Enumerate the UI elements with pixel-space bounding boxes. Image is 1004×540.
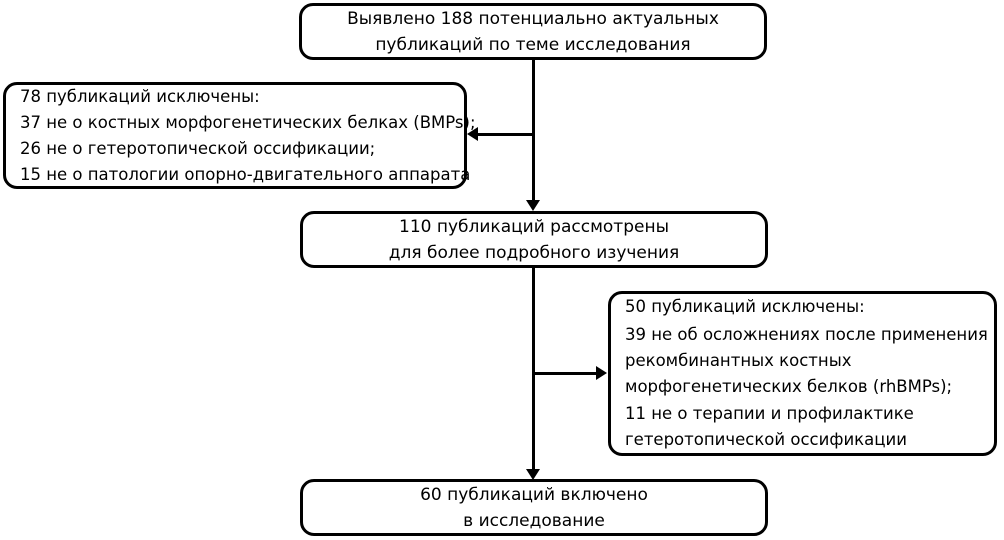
box-excluded-second-line-6: гетеротопической оссификации (625, 430, 907, 449)
connector-branch-to-excluded-second (534, 372, 596, 375)
box-excluded-first-line-1: 78 публикаций исключены: (20, 86, 260, 106)
box-excluded-second-line-4: морфогенетических белков (rhBMPs); (625, 376, 953, 396)
box-excluded-first-line-4: 15 не о патологии опорно-двигательного а… (20, 164, 471, 184)
arrowhead-left-to-excluded-first (467, 127, 478, 141)
connector-identified-to-reviewed (532, 59, 535, 201)
box-excluded-second-line-3: рекомбинантных костных (625, 350, 852, 370)
box-reviewed-line-1: 110 публикаций рассмотрены (399, 216, 669, 237)
box-identified-line-1: Выявлено 188 потенциально актуальных (347, 8, 719, 29)
box-excluded-first-line-2: 37 не о костных морфогенетических белках… (20, 112, 476, 132)
arrowhead-down-to-reviewed (526, 200, 540, 211)
box-excluded-second-line-5: 11 не о терапии и профилактике (625, 404, 914, 423)
box-excluded-second: 50 публикаций исключены: 39 не об осложн… (608, 291, 997, 456)
connector-branch-to-excluded-first (478, 133, 534, 136)
arrowhead-right-to-excluded-second (596, 366, 607, 380)
box-excluded-first: 78 публикаций исключены: 37 не о костных… (3, 82, 476, 189)
box-excluded-first-line-3: 26 не о гетеротопической оссификации; (20, 138, 376, 158)
box-included-line-2: в исследование (463, 510, 605, 531)
box-included-line-1: 60 публикаций включено (420, 484, 648, 505)
box-included: 60 публикаций включено в исследование (300, 479, 768, 536)
box-excluded-second-paragraph-1: 50 публикаций исключены: (611, 294, 994, 320)
box-excluded-second-line-2: 39 не об осложнениях после применения (625, 324, 988, 344)
box-reviewed: 110 публикаций рассмотрены для более под… (300, 211, 768, 268)
connector-reviewed-to-included (532, 267, 535, 470)
box-reviewed-line-2: для более подробного изучения (388, 242, 680, 263)
box-identified: Выявлено 188 потенциально актуальных пуб… (299, 3, 767, 60)
box-excluded-second-paragraph-3: 11 не о терапии и профилактике гетеротоп… (611, 401, 994, 453)
arrowhead-down-to-included (526, 469, 540, 480)
box-excluded-second-paragraph-2: 39 не об осложнениях после применения ре… (611, 322, 994, 400)
box-excluded-second-line-1: 50 публикаций исключены: (625, 297, 865, 316)
box-identified-line-2: публикаций по теме исследования (375, 34, 691, 55)
